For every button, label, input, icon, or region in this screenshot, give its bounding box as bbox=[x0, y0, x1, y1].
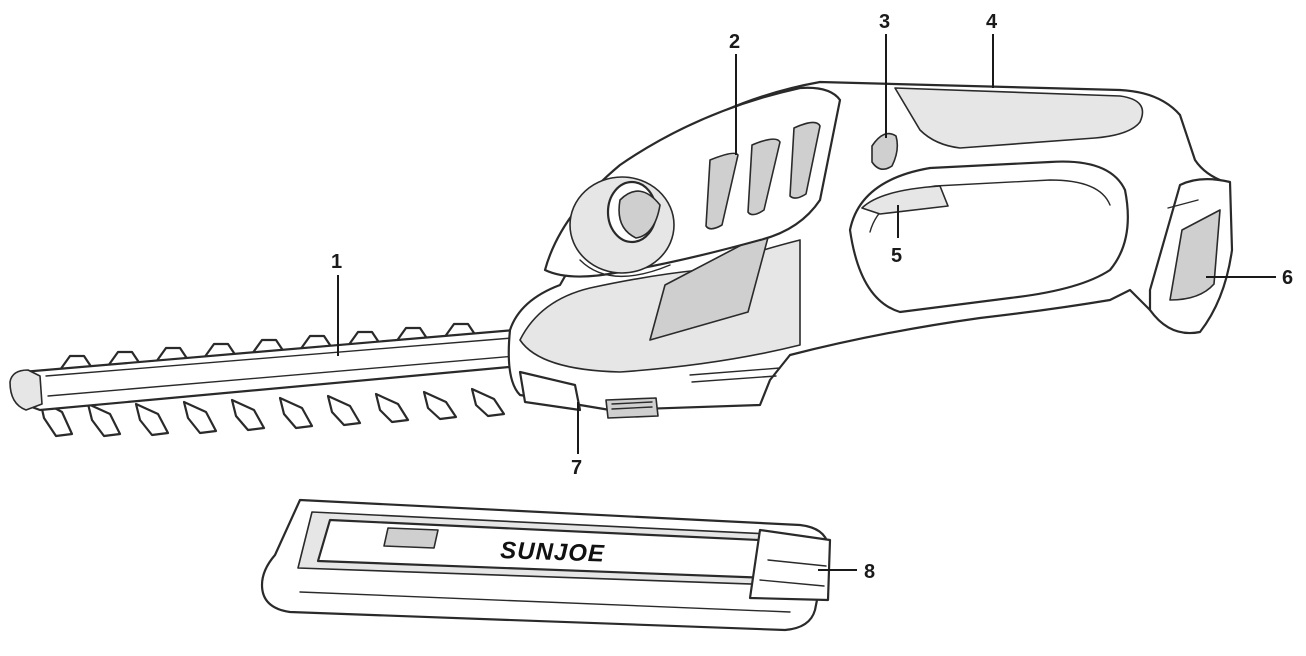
cover-clip bbox=[748, 528, 832, 602]
ventilation-slots bbox=[705, 121, 821, 230]
hedge-trimmer-blade bbox=[9, 322, 530, 438]
handle-grip bbox=[894, 87, 1144, 149]
brand-logo-text: SUNJOE bbox=[500, 537, 606, 568]
callout-3: 3 bbox=[879, 11, 890, 33]
blade-teeth bbox=[38, 322, 506, 438]
callout-4: 4 bbox=[986, 11, 998, 33]
power-trigger bbox=[861, 185, 949, 215]
blade-release-latch bbox=[518, 370, 659, 419]
callout-1: 1 bbox=[331, 251, 342, 273]
callout-7: 7 bbox=[571, 457, 582, 479]
blade-cover: SUNJOE bbox=[260, 498, 832, 632]
blade-tip-guard bbox=[9, 369, 43, 411]
trimmer-body bbox=[507, 80, 1234, 419]
lock-off-button bbox=[569, 176, 675, 278]
callout-8: 8 bbox=[864, 561, 875, 583]
unlock-button bbox=[871, 132, 899, 170]
sunjoe-logo: SUNJOE bbox=[500, 537, 606, 568]
callout-numbers: 1 2 3 4 5 6 7 8 bbox=[331, 11, 1293, 583]
leader-lines bbox=[337, 34, 1276, 571]
cover-window bbox=[383, 527, 439, 549]
callout-6: 6 bbox=[1282, 267, 1293, 289]
callout-5: 5 bbox=[891, 245, 902, 267]
callout-2: 2 bbox=[729, 31, 740, 53]
